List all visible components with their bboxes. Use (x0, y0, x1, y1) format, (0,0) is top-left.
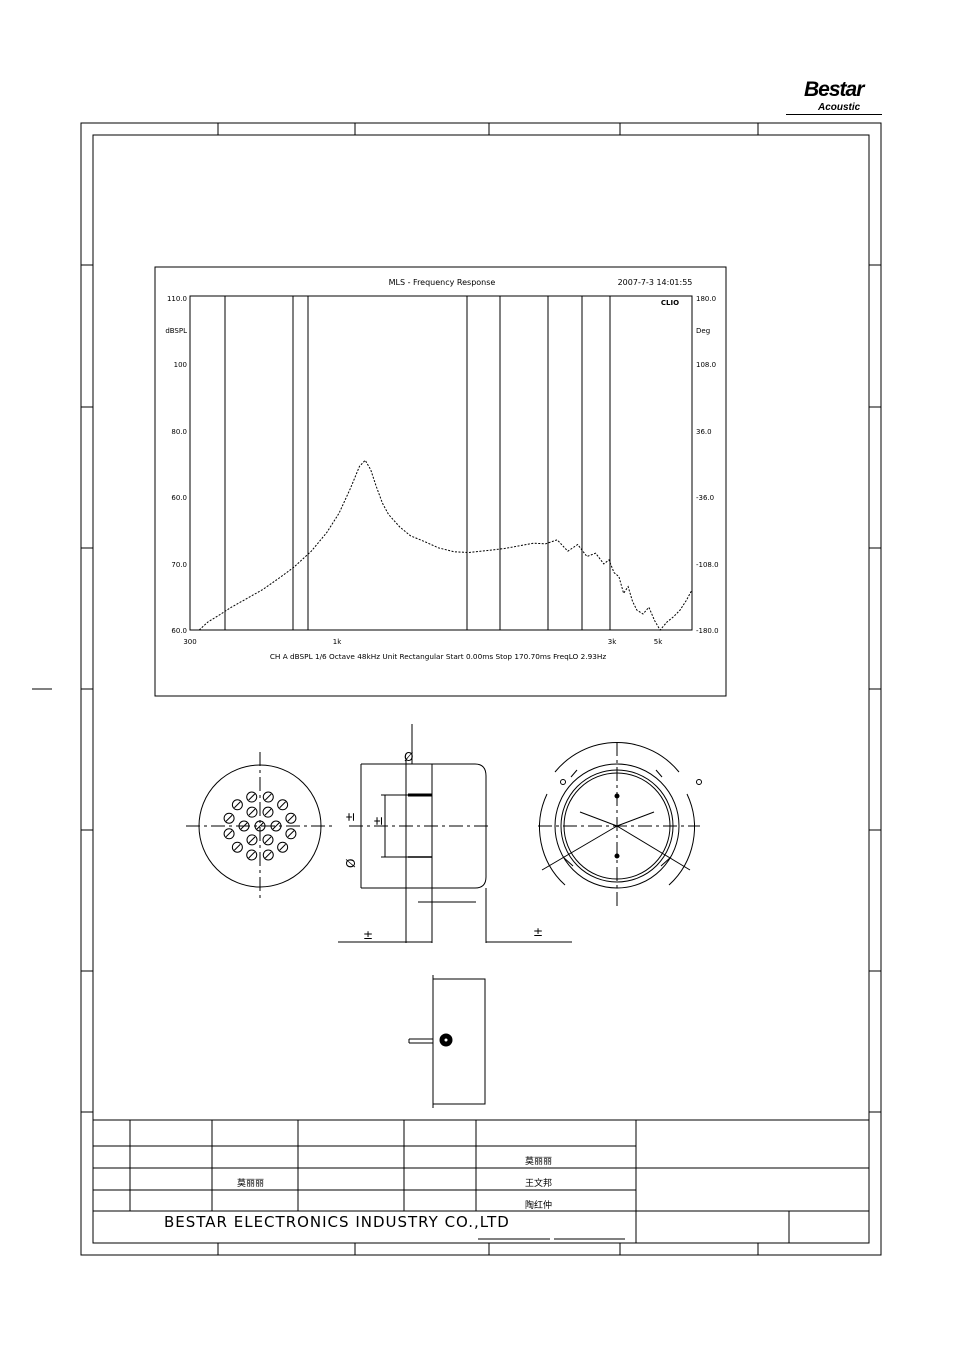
sound-hole (262, 849, 274, 861)
sound-hole-hatch (248, 851, 256, 859)
sound-hole-hatch (225, 814, 233, 822)
diameter-mark-1: Ø (404, 750, 413, 764)
chart-footer: CH A dBSPL 1/6 Octave 48kHz Unit Rectang… (270, 652, 607, 661)
right-tick-label: Deg (696, 327, 710, 335)
sound-hole (254, 820, 266, 832)
sound-hole (246, 791, 258, 803)
logo-subtitle: Acoustic (818, 102, 861, 113)
sound-hole (285, 828, 297, 840)
sound-hole-hatch (279, 801, 286, 809)
front-view (186, 752, 334, 899)
sound-hole (285, 812, 297, 824)
tolerance-mark-3: ± (363, 928, 373, 942)
sound-hole (246, 834, 258, 846)
sound-hole (277, 799, 289, 811)
right-tick-label: -36.0 (696, 494, 714, 502)
sound-hole-hatch (240, 822, 248, 830)
company-name: BESTAR ELECTRONICS INDUSTRY CO.,LTD (164, 1213, 510, 1231)
clio-mark: CLIO (661, 299, 679, 307)
side-section-view (338, 724, 572, 943)
sound-hole (223, 828, 235, 840)
left-tick-label: dBSPL (165, 327, 187, 335)
left-tick-label: 60.0 (171, 494, 187, 502)
sound-hole-hatch (225, 830, 233, 838)
bestar-logo: Bestar Acoustic (786, 72, 882, 118)
sound-hole (246, 849, 258, 861)
sound-hole-hatch (264, 851, 272, 859)
right-tick-label: 36.0 (696, 428, 712, 436)
sound-hole-hatch (264, 836, 272, 844)
back-view (538, 742, 702, 910)
sound-hole-hatch (234, 843, 241, 851)
sound-hole-hatch (264, 808, 272, 816)
x-tick-label: 3k (608, 638, 617, 646)
sound-hole-hatch (248, 836, 256, 844)
x-axis: 300 1k 3k 5k (183, 638, 663, 646)
sound-hole-hatch (287, 830, 295, 838)
sound-hole (231, 841, 243, 853)
chart-gridlines (224, 296, 611, 630)
sound-hole (223, 812, 235, 824)
sound-hole (277, 841, 289, 853)
title-block (93, 1119, 869, 1243)
left-tick-label: 100 (174, 361, 187, 369)
plot-area (189, 295, 693, 631)
x-tick-label: 300 (183, 638, 196, 646)
series-line (198, 459, 693, 631)
logo-underline (786, 114, 882, 115)
sound-hole (270, 820, 282, 832)
title-block-name-2: 莫丽丽 (237, 1179, 265, 1189)
bottom-side-view (408, 975, 486, 1108)
left-tick-label: 70.0 (171, 561, 187, 569)
drawing-frame (32, 122, 882, 1256)
sound-hole-hatch (272, 822, 280, 830)
left-axis: 110.0 dBSPL 100 80.0 60.0 70.0 60.0 (165, 295, 187, 635)
left-tick-label: 80.0 (171, 428, 187, 436)
right-tick-label: -180.0 (696, 627, 719, 635)
sound-hole-hatch (234, 801, 241, 809)
left-tick-label: 60.0 (171, 627, 187, 635)
title-block-name-4: 陶红仲 (525, 1201, 553, 1211)
title-block-name-3: 王文邦 (525, 1179, 553, 1189)
sound-hole-hatch (279, 843, 286, 851)
sound-hole-hatch (248, 793, 256, 801)
sound-hole (262, 791, 274, 803)
logo-brand: Bestar (804, 78, 864, 101)
chart-timestamp: 2007-7-3 14:01:55 (618, 278, 693, 287)
right-tick-label: 108.0 (696, 361, 716, 369)
diameter-mark-2: Ø (344, 859, 358, 868)
sound-hole-hatch (256, 822, 264, 830)
sound-hole (262, 834, 274, 846)
title-block-name-1: 莫丽丽 (525, 1157, 553, 1167)
left-tick-label: 110.0 (167, 295, 187, 303)
sound-hole (246, 806, 258, 818)
sound-hole-hatch (248, 808, 256, 816)
chart-title: MLS - Frequency Response (389, 278, 496, 287)
sound-holes (223, 791, 297, 861)
sound-hole (238, 820, 250, 832)
right-tick-label: -108.0 (696, 561, 719, 569)
tolerance-mark-1: ± (343, 812, 357, 822)
sound-hole-hatch (264, 793, 272, 801)
tolerance-mark-4: ± (533, 925, 543, 939)
sound-hole (262, 806, 274, 818)
right-tick-label: 180.0 (696, 295, 716, 303)
x-tick-label: 1k (333, 638, 342, 646)
x-tick-label: 5k (654, 638, 663, 646)
sound-hole-hatch (287, 814, 295, 822)
tolerance-mark-2: ± (371, 816, 385, 826)
sound-hole (231, 799, 243, 811)
chart-panel (154, 266, 727, 697)
